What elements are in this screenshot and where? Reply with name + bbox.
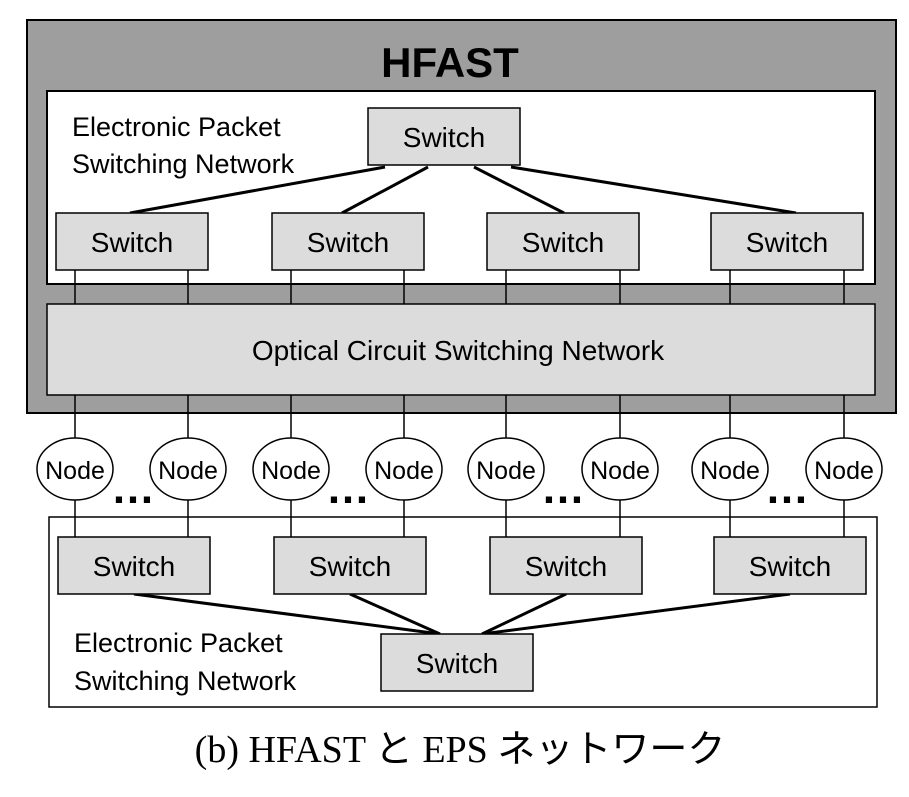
bottom-leaf-switch-3 bbox=[489, 536, 643, 595]
top-leaf-switch-3 bbox=[486, 212, 640, 271]
node-4-label: Node bbox=[374, 457, 434, 485]
bottom-leaf-switch-1-label: Switch bbox=[93, 551, 175, 582]
top-leaf-switch-1-label: Switch bbox=[91, 227, 173, 258]
top-eps-label-line1: Electronic Packet bbox=[72, 112, 281, 142]
top-leaf-switch-2-label: Switch bbox=[307, 227, 389, 258]
top-leaf-switch-3-label: Switch bbox=[522, 227, 604, 258]
node-4 bbox=[365, 437, 443, 501]
top-to-optical-links bbox=[74, 270, 845, 304]
node-1-label: Node bbox=[45, 457, 105, 485]
node-8 bbox=[805, 437, 883, 501]
optical-to-node-links bbox=[74, 395, 845, 438]
bottom-root-switch bbox=[380, 633, 534, 692]
top-tree-links bbox=[129, 165, 797, 215]
figure-caption: (b) HFAST と EPS ネットワーク bbox=[195, 729, 726, 771]
top-root-switch bbox=[367, 107, 521, 166]
top-eps-label-line2: Switching Network bbox=[72, 149, 295, 179]
top-leaf-switch-4-label: Switch bbox=[746, 227, 828, 258]
ellipsis-1: … bbox=[111, 464, 155, 513]
node-3-label: Node bbox=[261, 457, 321, 485]
bottom-leaf-switch-2 bbox=[273, 536, 427, 595]
node-3 bbox=[252, 437, 330, 501]
optical-network-label: Optical Circuit Switching Network bbox=[252, 335, 665, 366]
node-1 bbox=[36, 437, 114, 501]
node-2 bbox=[149, 437, 227, 501]
optical-circuit-switching-network bbox=[46, 303, 876, 396]
node-5 bbox=[467, 437, 545, 501]
node-6 bbox=[581, 437, 659, 501]
node-7-label: Node bbox=[700, 457, 760, 485]
node-2-label: Node bbox=[158, 457, 218, 485]
node-7 bbox=[691, 437, 769, 501]
bottom-panel-links bbox=[74, 517, 845, 537]
bottom-leaf-switch-2-label: Switch bbox=[309, 551, 391, 582]
ellipsis-3: … bbox=[541, 464, 585, 513]
node-row: Node Node Node Node Node Node Node Node bbox=[36, 437, 883, 501]
ellipsis-4: … bbox=[765, 464, 809, 513]
node-8-label: Node bbox=[814, 457, 874, 485]
top-leaf-switch-4 bbox=[710, 212, 864, 271]
bottom-leaf-switch-3-label: Switch bbox=[525, 551, 607, 582]
node-6-label: Node bbox=[590, 457, 650, 485]
bottom-leaf-switch-4-label: Switch bbox=[749, 551, 831, 582]
bottom-leaf-switch-4 bbox=[713, 536, 867, 595]
node-5-label: Node bbox=[476, 457, 536, 485]
ellipsis-2: … bbox=[326, 464, 370, 513]
top-root-switch-label: Switch bbox=[403, 122, 485, 153]
bottom-tree-links bbox=[133, 592, 791, 636]
hfast-title: HFAST bbox=[381, 39, 519, 86]
bottom-root-switch-label: Switch bbox=[416, 648, 498, 679]
bottom-leaf-switch-1 bbox=[57, 536, 211, 595]
top-leaf-switch-1 bbox=[55, 212, 209, 271]
top-leaf-switch-2 bbox=[271, 212, 425, 271]
bottom-eps-label-line1: Electronic Packet bbox=[74, 628, 283, 658]
bottom-eps-label-line2: Switching Network bbox=[74, 666, 297, 696]
